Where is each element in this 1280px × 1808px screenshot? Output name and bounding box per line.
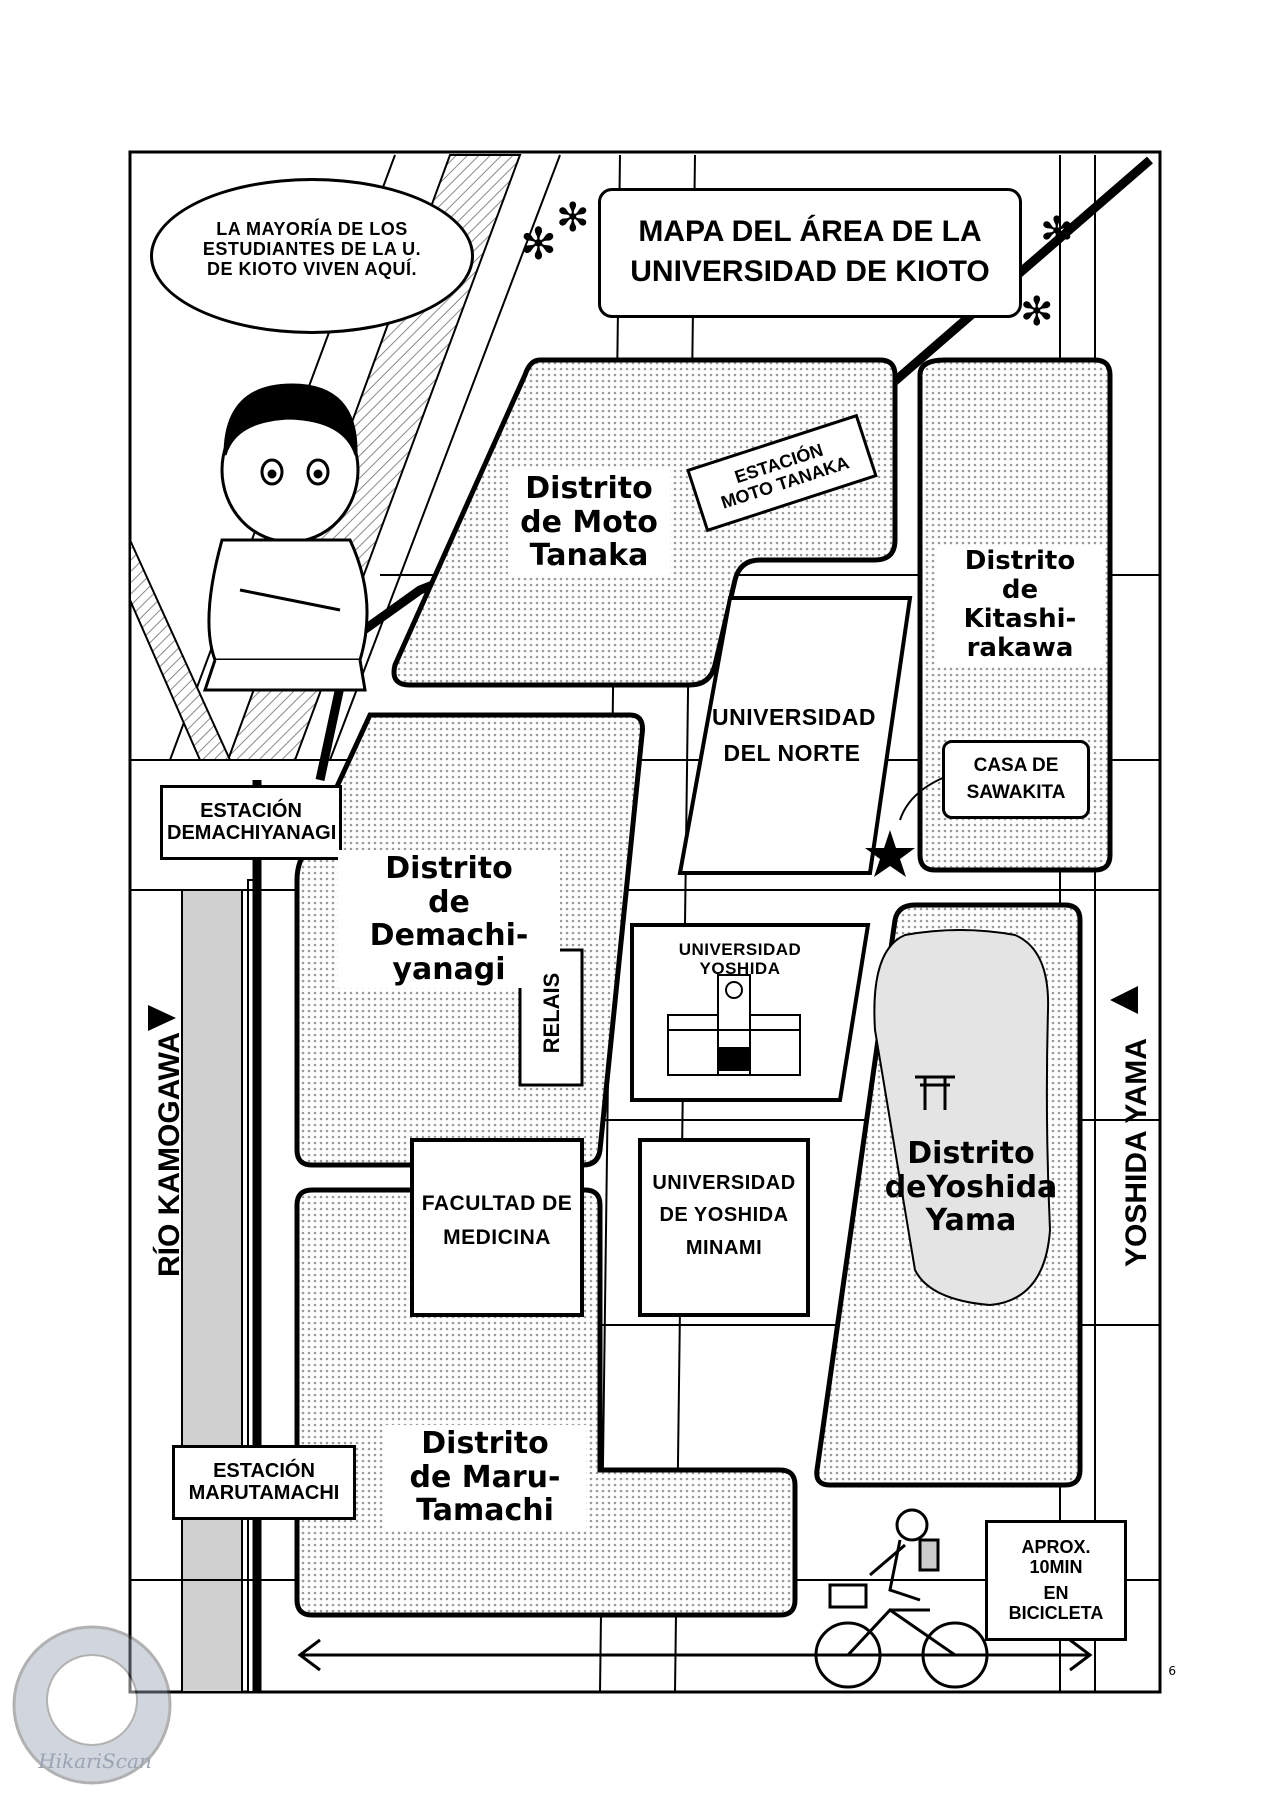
district-label-yoshida-yama: Distrito deYoshida Yama <box>870 1135 1072 1240</box>
watermark-seal <box>12 1625 172 1785</box>
student-character-illustration <box>202 383 369 692</box>
district-line: Tanaka <box>529 538 649 574</box>
district-line: rakawa <box>966 633 1074 664</box>
station-demachiyanagi-line-2: DEMACHIYANAGI <box>167 822 337 845</box>
maple-leaf-icon: ✻ <box>520 219 557 270</box>
maple-leaf-icon: ✻ <box>1020 289 1054 335</box>
mountain-arrow-icon <box>1110 986 1138 1014</box>
district-line: Distrito <box>525 471 653 506</box>
torii-gate-icon <box>915 1075 955 1110</box>
river-kamogawa <box>181 889 243 1693</box>
station-demachiyanagi-line-1: ESTACIÓN <box>200 800 302 822</box>
place-line: SAWAKITA <box>966 782 1066 804</box>
speech-line: LA MAYORÍA DE LOS <box>216 219 408 239</box>
yoshida-yama-label: YOSHIDA YAMA <box>1120 1038 1153 1267</box>
watermark-text: HikariScan <box>38 1749 152 1773</box>
district-line: de Kitashi- <box>963 575 1077 635</box>
district-line: Yama <box>925 1203 1017 1239</box>
district-line: de Demachi- <box>369 884 529 954</box>
district-line: Distrito <box>421 1426 549 1461</box>
place-label-facultad-medicina: FACULTAD DE MEDICINA <box>414 1192 580 1249</box>
place-label-yoshida-minami: UNIVERSIDAD DE YOSHIDA MINAMI <box>642 1172 806 1259</box>
district-line: de Moto <box>520 504 658 540</box>
river-kamogawa-label: RÍO KAMOGAWA <box>153 1032 186 1277</box>
bike-note-line-2: EN BICICLETA <box>1008 1583 1104 1624</box>
district-line: Distrito <box>385 851 513 886</box>
station-marutamachi-line-2: MARUTAMACHI <box>188 1482 340 1505</box>
place-line: UNIVERSIDAD <box>652 1172 796 1194</box>
block-facultad-medicina <box>410 1138 584 1317</box>
yoshida-yama-forest <box>873 929 1052 1307</box>
district-line: Distrito <box>964 546 1076 576</box>
place-label-casa-sawakita: CASA DE SAWAKITA <box>942 740 1090 819</box>
map-title: MAPA DEL ÁREA DE LA UNIVERSIDAD DE KIOTO <box>598 188 1022 318</box>
place-label-universidad-yoshida: UNIVERSIDAD YOSHIDA <box>678 940 802 979</box>
place-line: CASA DE <box>973 755 1059 776</box>
district-line: Tamachi <box>416 1493 554 1529</box>
clock-tower-building-icon <box>667 974 801 1076</box>
speech-line: DE KIOTO VIVEN AQUÍ. <box>206 259 418 280</box>
district-label-marutamachi: Distrito de Maru- Tamachi <box>384 1425 586 1530</box>
place-line: MINAMI <box>685 1236 763 1259</box>
block-universidad-norte <box>677 596 913 875</box>
distance-arrow <box>297 1638 1093 1672</box>
station-marutamachi-sign: ESTACIÓN MARUTAMACHI <box>172 1445 356 1520</box>
river-arrow-icon <box>148 1005 176 1031</box>
speech-line: ESTUDIANTES DE LA U. <box>202 239 422 260</box>
place-line: MEDICINA <box>443 1225 551 1249</box>
speech-bubble: LA MAYORÍA DE LOS ESTUDIANTES DE LA U. D… <box>150 178 474 334</box>
station-demachiyanagi-sign: ESTACIÓN DEMACHIYANAGI <box>160 785 342 860</box>
district-line: yanagi <box>392 951 506 987</box>
district-line: de Maru- <box>409 1459 561 1495</box>
district-label-kitashirakawa: Distrito de Kitashi- rakawa <box>935 545 1105 666</box>
page-number: 6 <box>1168 1664 1176 1678</box>
station-marutamachi-line-1: ESTACIÓN <box>213 1460 315 1482</box>
cyclist-icon <box>814 1508 989 1689</box>
district-label-demachiyanagi: Distrito de Demachi- yanagi <box>338 850 560 989</box>
place-label-universidad-norte: UNIVERSIDAD DEL NORTE <box>712 704 876 767</box>
star-icon <box>865 830 915 877</box>
place-line: DEL NORTE <box>723 739 861 766</box>
place-label-relais: RELAIS <box>539 972 564 1054</box>
place-line: FACULTAD DE <box>421 1192 573 1215</box>
district-line: Distrito <box>907 1136 1035 1171</box>
maple-leaf-icon: ✻ <box>1040 209 1074 255</box>
bike-time-note: APROX. 10MIN EN BICICLETA <box>985 1520 1127 1641</box>
district-line: deYoshida <box>884 1169 1058 1205</box>
map-title-line-1: MAPA DEL ÁREA DE LA <box>638 215 982 248</box>
place-line: DE YOSHIDA <box>659 1204 789 1227</box>
block-yoshida-minami <box>638 1138 810 1317</box>
bike-note-line-1: APROX. 10MIN <box>1021 1537 1091 1578</box>
maple-leaf-icon: ✻ <box>556 195 590 241</box>
map-title-line-2: UNIVERSIDAD DE KIOTO <box>630 254 990 288</box>
place-line: UNIVERSIDAD <box>712 704 876 730</box>
district-label-moto-tanaka: Distrito de Moto Tanaka <box>508 470 670 575</box>
